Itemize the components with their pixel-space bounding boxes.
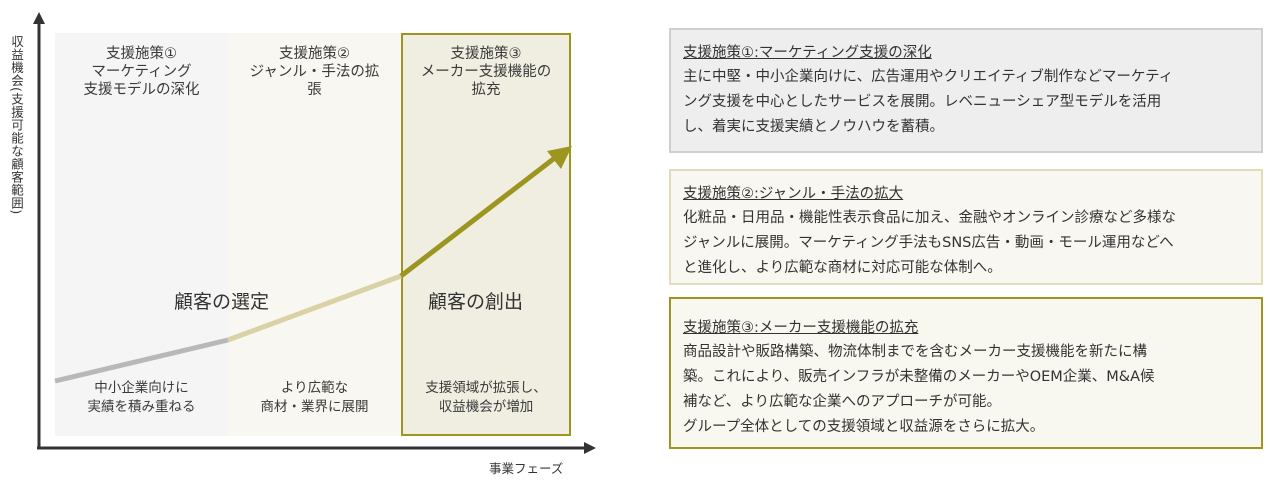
- phase-2-description: より広範な 商材・業界に展開: [260, 380, 369, 415]
- growth-diagram: [33, 12, 596, 454]
- initiative-3-text: 商品設計や販路構築、物流体制までを含むメーカー支援機能を新たに構 築。これにより…: [683, 340, 1249, 440]
- growth-segment-3: [399, 155, 558, 278]
- initiative-2-box: 支援施策②:ジャンル・手法の拡大 化粧品・日用品・機能性表示食品に加え、金融やオ…: [669, 169, 1263, 285]
- phase-3-description: 支援領域が拡張し、 収益機会が増加: [425, 380, 547, 415]
- growth-arrowhead: [547, 146, 572, 169]
- x-axis-label: 事業フェーズ: [489, 461, 564, 476]
- initiative-3-box: 支援施策③:メーカー支援機能の拡充 商品設計や販路構築、物流体制までを含むメーカ…: [669, 297, 1263, 449]
- phase-1-description: 中小企業向けに 実績を積み重ねる: [87, 380, 196, 415]
- initiative-1-line: ング支援を中心としたサービスを展開。レベニューシェア型モデルを活用: [683, 94, 1162, 110]
- initiative-1-line: し、着実に支援実績とノウハウを蓄積。: [683, 119, 944, 135]
- initiative-2-line: と進化し、より広範な商材に対応可能な体制へ。: [683, 260, 1002, 276]
- initiative-2-line: ジャンルに展開。マーケティング手法もSNS広告・動画・モール運用などへ: [683, 235, 1174, 251]
- initiative-3-line: グループ全体としての支援領域と収益源をさらに拡大。: [683, 419, 1045, 435]
- initiative-3-line: 商品設計や販路構築、物流体制までを含むメーカー支援機能を新たに構: [683, 344, 1147, 360]
- initiative-1-text: 主に中堅・中小企業向けに、広告運用やクリエイティブ制作などマーケティ ング支援を…: [683, 65, 1249, 140]
- initiative-2-heading: 支援施策②:ジャンル・手法の拡大: [683, 186, 904, 202]
- growth-segment-1: [54, 337, 229, 384]
- initiative-2-line: 化粧品・日用品・機能性表示食品に加え、金融やオンライン診療など多様な: [683, 210, 1176, 226]
- initiative-3-line: 補など、より広範な企業へのアプローチが可能。: [683, 394, 1001, 410]
- x-axis-arrowhead: [584, 442, 596, 454]
- phase-3-title: 支援施策③ メーカー支援機能の 拡充: [420, 46, 552, 98]
- y-axis-label: 収益機会(支援可能な顧客範囲): [9, 35, 24, 215]
- initiative-1-heading: 支援施策①:マーケティング支援の深化: [683, 45, 932, 61]
- customer-creation-label: 顧客の創出: [428, 291, 524, 313]
- growth-segment-2: [227, 273, 402, 343]
- phase-1-title: 支援施策① マーケティング 支援モデルの深化: [83, 46, 200, 98]
- initiative-3-line: 築。これにより、販売インフラが未整備のメーカーやOEM企業、M&A候: [683, 369, 1155, 385]
- initiative-3-heading: 支援施策③:メーカー支援機能の拡充: [683, 320, 919, 336]
- phase-column-2: 支援施策② ジャンル・手法の拡 張 より広範な 商材・業界に展開: [228, 33, 401, 436]
- phase-2-title: 支援施策② ジャンル・手法の拡 張: [249, 46, 380, 98]
- phase-column-3-highlighted: 支援施策③ メーカー支援機能の 拡充 支援領域が拡張し、 収益機会が増加: [401, 33, 571, 436]
- initiative-1-line: 主に中堅・中小企業向けに、広告運用やクリエイティブ制作などマーケティ: [683, 69, 1174, 85]
- initiative-2-text: 化粧品・日用品・機能性表示食品に加え、金融やオンライン診療など多様な ジャンルに…: [683, 206, 1249, 281]
- customer-selection-label: 顧客の選定: [174, 291, 270, 313]
- phase-column-1: 支援施策① マーケティング 支援モデルの深化 中小企業向けに 実績を積み重ねる: [55, 33, 228, 436]
- y-axis-arrowhead: [33, 12, 45, 24]
- initiative-1-box: 支援施策①:マーケティング支援の深化 主に中堅・中小企業向けに、広告運用やクリエ…: [669, 28, 1263, 153]
